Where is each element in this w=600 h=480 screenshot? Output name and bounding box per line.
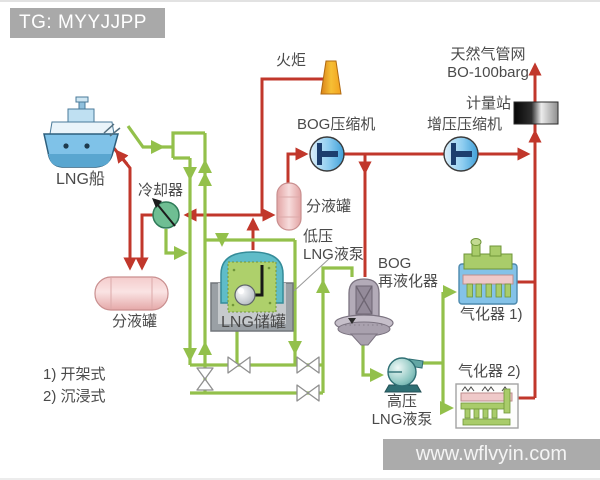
- label-gas-grid: 天然气管网 BO-100barg: [438, 46, 538, 82]
- separator-drum-top-icon: [276, 182, 302, 231]
- watermark-tag-banner: TG: MYYJJPP: [10, 8, 165, 38]
- label-hp-pump-line2: LNG液泵: [371, 411, 433, 428]
- valve-icon: [227, 356, 251, 374]
- label-gas-grid-line1: 天然气管网: [450, 46, 526, 63]
- gas-pipelines: [111, 62, 542, 400]
- label-reliquefier-line1: BOG: [378, 255, 412, 272]
- label-separator-top: 分液罐: [306, 198, 352, 215]
- watermark-url: www.wflvyin.com: [383, 439, 600, 470]
- booster-compressor-icon: [443, 136, 479, 172]
- valve-icon: [296, 356, 320, 374]
- label-vaporizer1: 气化器 1): [460, 306, 523, 323]
- label-lng-ship: LNG船: [56, 171, 105, 188]
- valve-icon: [196, 367, 214, 391]
- label-vaporizer2: 气化器 2): [458, 363, 521, 380]
- label-lng-tank: LNG储罐: [221, 314, 286, 331]
- lng-ship-icon: [43, 96, 121, 168]
- valves: [196, 356, 320, 402]
- hp-pump-icon: [384, 357, 424, 393]
- label-reliquefier-line2: 再液化器: [378, 273, 439, 290]
- separator-drum-bottom-icon: [94, 276, 169, 311]
- vaporizer1-icon: [458, 238, 518, 305]
- label-hp-pump: 高压 LNG液泵: [366, 393, 438, 429]
- label-flare: 火炬: [276, 52, 307, 69]
- label-gas-grid-line2: BO-100barg: [447, 64, 529, 81]
- lp-pump-icon: [234, 284, 256, 306]
- label-metering-station: 计量站: [466, 95, 512, 112]
- metering-station-icon: [513, 101, 559, 125]
- lng-storage-tank-icon: [210, 251, 294, 332]
- label-lp-pump: 低压 LNG液泵: [303, 228, 364, 264]
- label-separator-bottom: 分液罐: [112, 313, 158, 330]
- label-booster-compressor: 增压压缩机: [427, 116, 503, 133]
- label-hp-pump-line1: 高压: [386, 393, 417, 410]
- legend-item-submerged: 2) 沉浸式: [43, 388, 106, 405]
- label-bog-compressor: BOG压缩机: [297, 116, 376, 133]
- label-lp-pump-line2: LNG液泵: [303, 246, 364, 263]
- label-cooler: 冷却器: [138, 182, 184, 199]
- lp-pump-leader-line: [293, 256, 332, 292]
- lng-pipelines: [126, 125, 457, 416]
- cooler-icon: [152, 198, 180, 229]
- vaporizer2-icon: [455, 383, 519, 429]
- valve-icon: [296, 384, 320, 402]
- bog-reliquefier-icon: [334, 278, 394, 346]
- label-reliquefier: BOG 再液化器: [378, 255, 438, 291]
- legend-item-open-rack: 1) 开架式: [43, 366, 106, 383]
- flare-stack-icon: [320, 60, 342, 95]
- bog-compressor-icon: [309, 136, 345, 172]
- label-lp-pump-line1: 低压: [303, 228, 334, 245]
